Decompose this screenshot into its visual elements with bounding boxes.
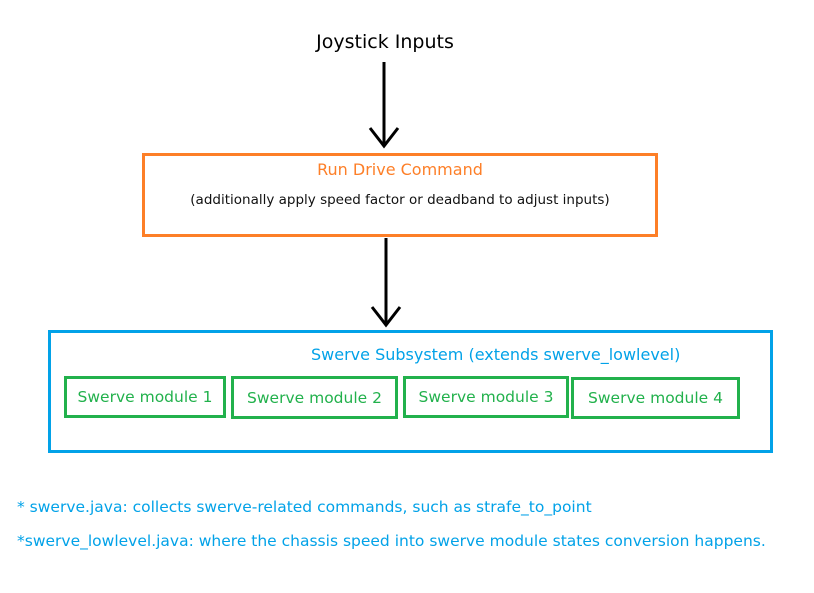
run-drive-command-subtitle: (additionally apply speed factor or dead… bbox=[190, 192, 610, 208]
run-drive-command-title: Run Drive Command bbox=[317, 160, 483, 179]
joystick-inputs-label: Joystick Inputs bbox=[316, 31, 454, 53]
swerve-subsystem-box: Swerve Subsystem (extends swerve_lowleve… bbox=[48, 330, 773, 453]
arrow-joystick-to-command bbox=[368, 62, 400, 149]
swerve-module-1: Swerve module 1 bbox=[64, 376, 226, 418]
run-drive-command-box: Run Drive Command (additionally apply sp… bbox=[142, 153, 658, 237]
swerve-module-4: Swerve module 4 bbox=[571, 377, 740, 419]
swerve-module-2: Swerve module 2 bbox=[231, 376, 398, 419]
arrow-command-to-subsystem bbox=[370, 238, 402, 328]
swerve-subsystem-title: Swerve Subsystem (extends swerve_lowleve… bbox=[311, 345, 681, 364]
note-swerve-lowlevel-java: *swerve_lowlevel.java: where the chassis… bbox=[17, 532, 766, 550]
swerve-module-3: Swerve module 3 bbox=[403, 376, 569, 418]
note-swerve-java: * swerve.java: collects swerve-related c… bbox=[17, 498, 592, 516]
